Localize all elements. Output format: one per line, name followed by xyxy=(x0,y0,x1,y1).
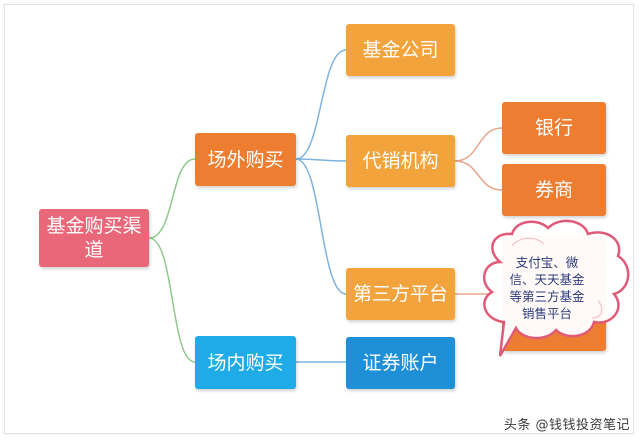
broker-label: 券商 xyxy=(534,179,573,201)
branch-inside-node: 场内购买 xyxy=(195,336,296,389)
agency-node: 代销机构 xyxy=(346,135,455,187)
securities-account-label: 证券账户 xyxy=(362,352,439,374)
broker-node: 券商 xyxy=(502,164,606,216)
branch-inside-label: 场内购买 xyxy=(207,351,284,374)
connector-agency-bank xyxy=(454,127,503,162)
bank-node: 银行 xyxy=(502,102,606,154)
fund-company-label: 基金公司 xyxy=(362,39,439,61)
connector-agency-broker xyxy=(454,160,503,191)
fund-company-node: 基金公司 xyxy=(346,24,455,76)
watermark: 头条 @钱钱投资笔记 xyxy=(503,418,630,433)
connector-outside-third xyxy=(295,158,347,295)
third-party-label: 第三方平台 xyxy=(352,283,448,305)
securities-account-node: 证券账户 xyxy=(346,337,455,389)
branch-outside-node: 场外购买 xyxy=(195,133,296,186)
root-label: 基金购买渠道 xyxy=(46,215,142,261)
root-node: 基金购买渠道 xyxy=(39,209,149,267)
branch-outside-label: 场外购买 xyxy=(207,148,284,171)
connector-root-outside xyxy=(148,158,196,239)
agency-label: 代销机构 xyxy=(362,150,439,172)
third-party-node: 第三方平台 xyxy=(346,268,455,320)
connector-outside-fundco xyxy=(295,49,347,160)
diagram-frame xyxy=(4,4,634,434)
connector-root-inside xyxy=(148,237,196,363)
bank-label: 银行 xyxy=(534,117,573,139)
connector-outside-agency xyxy=(295,158,347,162)
covered-node xyxy=(502,236,606,351)
